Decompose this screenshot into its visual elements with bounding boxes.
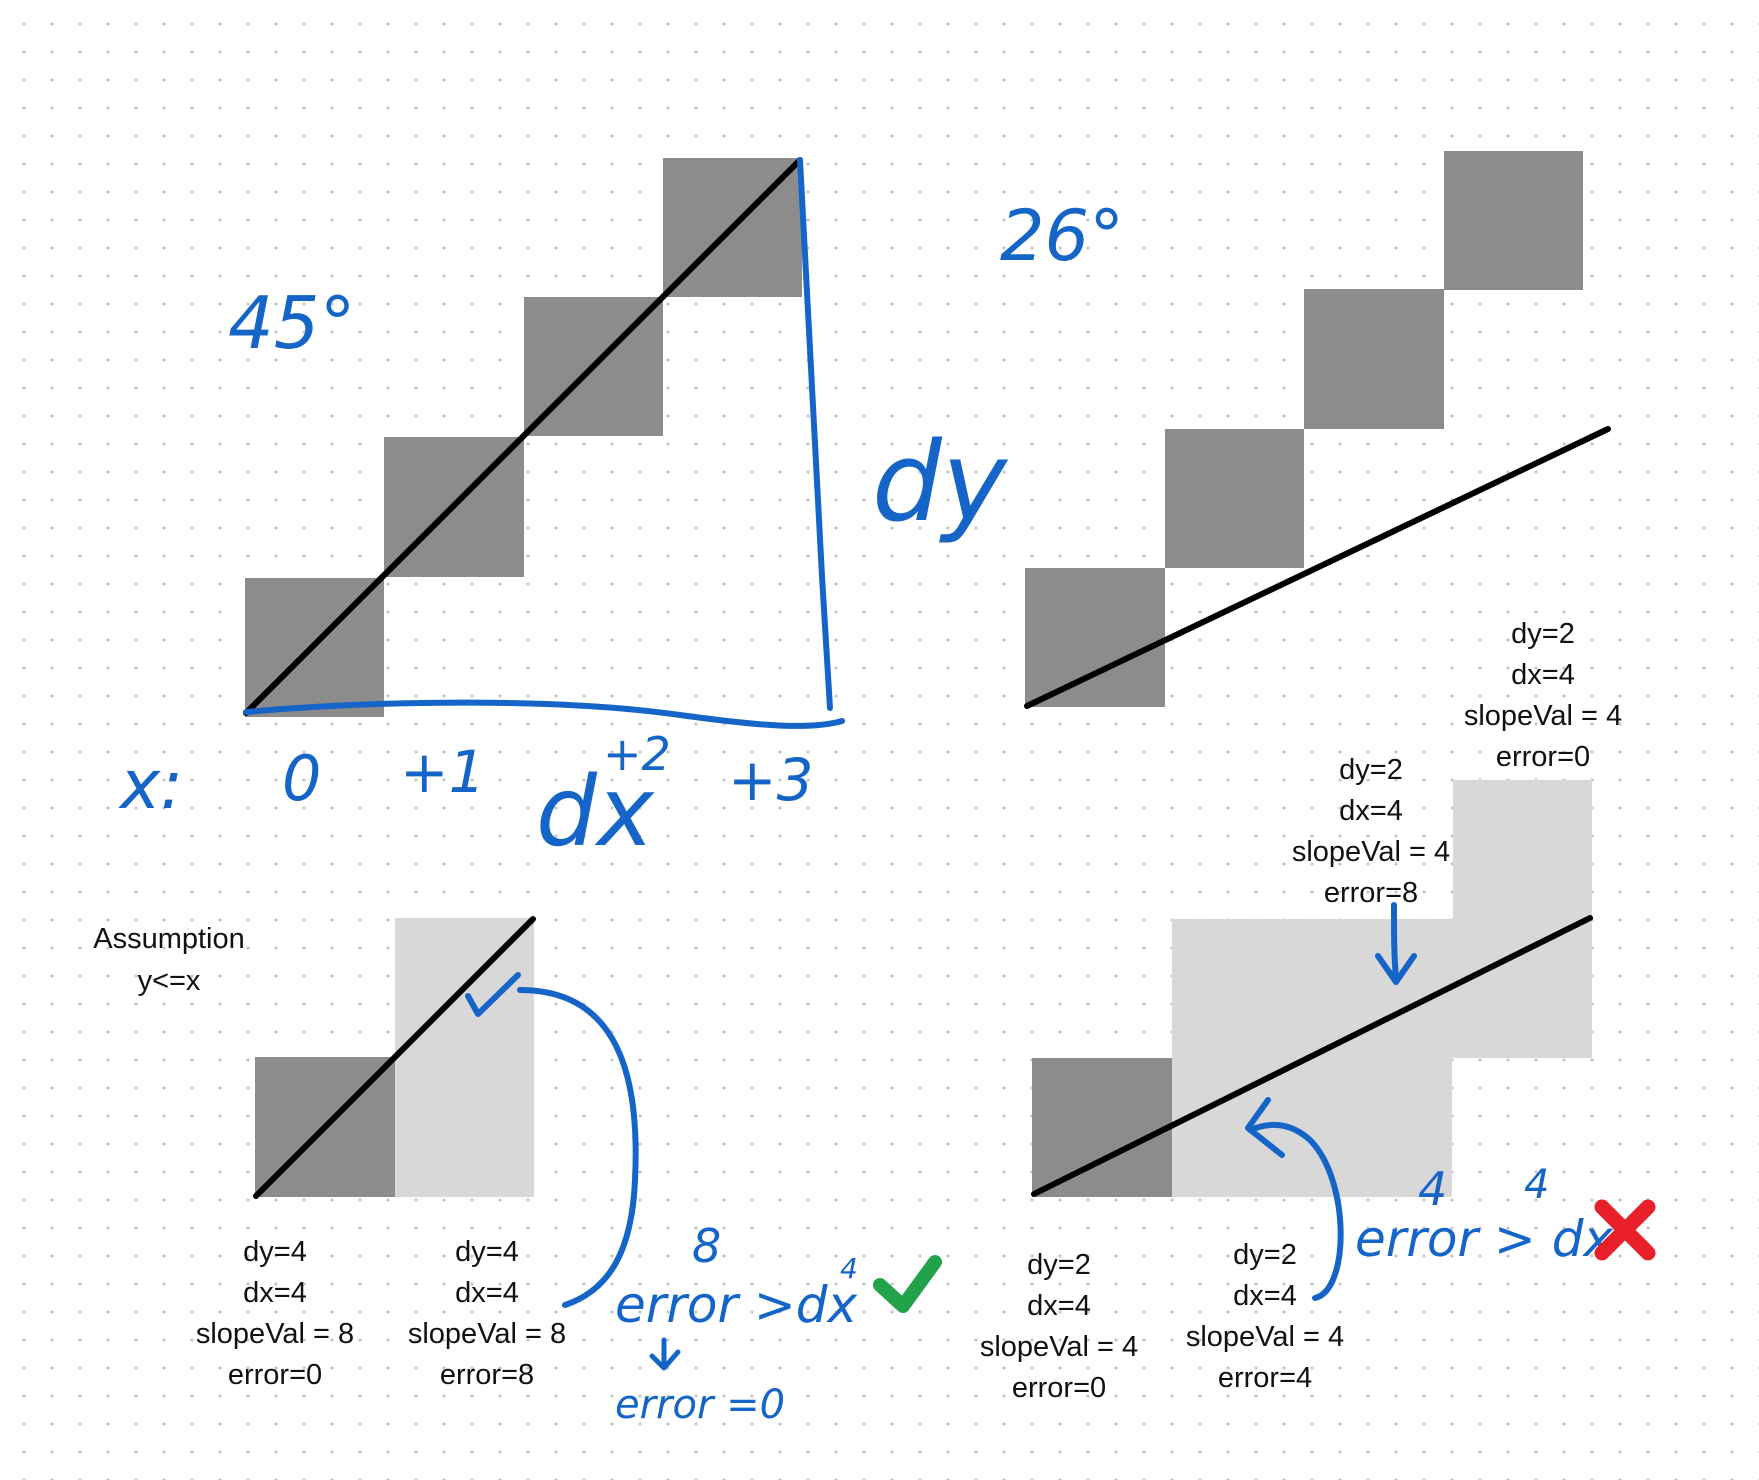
tick-mark: [465, 972, 521, 1017]
pixel-cell-candidate: [1172, 1058, 1452, 1197]
state-label: dy=2 dx=4 slopeVal = 4 error=0: [1464, 618, 1622, 773]
diagram-26-degree: 26° dy=2 dx=4 slopeVal = 4 error=0: [1000, 151, 1622, 773]
diagram-45-degree: 45° dy x: 0 +1 +2 +3 dx: [118, 157, 1009, 868]
dx-value: dx=4: [1027, 1290, 1091, 1322]
state-label: dy=2 dx=4 slopeVal = 4 error=8: [1292, 754, 1450, 909]
error-value: error=0: [228, 1359, 322, 1391]
dy-value: dy=2: [1511, 618, 1575, 650]
x-step-2: +2: [603, 727, 671, 781]
pixel-cell: [1025, 568, 1165, 707]
dy-value: dy=2: [1339, 754, 1403, 786]
dy-bracket: [797, 157, 833, 711]
assumption-condition: y<=x: [138, 965, 201, 997]
error-value: error=0: [1012, 1372, 1106, 1404]
x-label: x:: [118, 746, 183, 825]
rasterized-line: [1024, 426, 1611, 709]
error-value: error=0: [1496, 741, 1590, 773]
slope-value: slopeVal = 8: [196, 1318, 354, 1350]
rasterized-line: [253, 916, 536, 1199]
state-label: dy=4 dx=4 slopeVal = 8 error=8: [408, 1236, 566, 1391]
curved-arrow: [517, 987, 639, 1308]
state-label: dy=4 dx=4 slopeVal = 8 error=0: [196, 1236, 354, 1391]
dy-value: dy=2: [1027, 1249, 1091, 1281]
error-reset-note: error =0: [615, 1382, 785, 1428]
check-mark-icon: [873, 1255, 942, 1313]
x-step-1: +1: [400, 738, 486, 806]
error-condition-note: error > dx: [1355, 1210, 1613, 1268]
dy-value: dy=4: [455, 1236, 519, 1268]
slope-value: slopeVal = 4: [980, 1331, 1138, 1363]
cross-mark-icon: [1594, 1199, 1656, 1261]
x-step-0: 0: [282, 742, 321, 815]
down-arrow: [1375, 902, 1417, 985]
error-value: error=4: [1218, 1362, 1312, 1394]
diagram-steep-step: Assumption y<=x dy=4 dx=4 slopeVal = 8 e…: [93, 916, 942, 1428]
dx-value-note: 4: [1524, 1162, 1549, 1208]
slope-value: slopeVal = 8: [408, 1318, 566, 1350]
pixel-cell: [1304, 289, 1444, 429]
slope-value: slopeVal = 4: [1186, 1321, 1344, 1353]
dy-note: dy: [872, 418, 1009, 546]
pixel-cell: [1165, 429, 1304, 568]
slope-value: slopeVal = 4: [1292, 836, 1450, 868]
error-value-note: 4: [1418, 1162, 1447, 1216]
dx-value: dx=4: [243, 1277, 307, 1309]
dx-note: dx: [536, 756, 655, 868]
down-arrow: [649, 1337, 681, 1371]
rasterized-line: [1031, 915, 1593, 1197]
pixel-cell: [1032, 1058, 1172, 1197]
dy-value: dy=2: [1233, 1239, 1297, 1271]
pixel-cell-candidate: [1172, 919, 1592, 1058]
state-label: dy=2 dx=4 slopeVal = 4 error=4: [1186, 1239, 1344, 1394]
angle-26-note: 26°: [1000, 195, 1124, 277]
dx-value: dx=4: [1233, 1280, 1297, 1312]
pixel-cell: [1444, 151, 1583, 290]
pixel-cell-candidate: [1453, 780, 1592, 919]
dx-value: dx=4: [455, 1277, 519, 1309]
error-value: error=8: [440, 1359, 534, 1391]
diagram-shallow-step: dy=2 dx=4 slopeVal = 4 error=0 dy=2 dx=4…: [980, 754, 1656, 1404]
dx-bracket: [243, 699, 845, 729]
assumption-title: Assumption: [93, 923, 245, 955]
slope-value: slopeVal = 4: [1464, 700, 1622, 732]
error-value-note: 8: [692, 1219, 721, 1273]
error-value: error=8: [1324, 877, 1418, 909]
dx-value-note: 4: [840, 1252, 858, 1285]
dy-value: dy=4: [243, 1236, 307, 1268]
angle-45-note: 45°: [228, 281, 356, 365]
pixel-cell-candidate: [395, 1057, 534, 1197]
rasterized-line: [243, 157, 803, 716]
dx-value: dx=4: [1511, 659, 1575, 691]
x-step-3: +3: [728, 746, 814, 814]
dx-value: dx=4: [1339, 795, 1403, 827]
state-label: dy=2 dx=4 slopeVal = 4 error=0: [980, 1249, 1138, 1404]
curved-arrow: [1245, 1097, 1344, 1301]
error-condition-note: error >dx: [615, 1276, 858, 1334]
